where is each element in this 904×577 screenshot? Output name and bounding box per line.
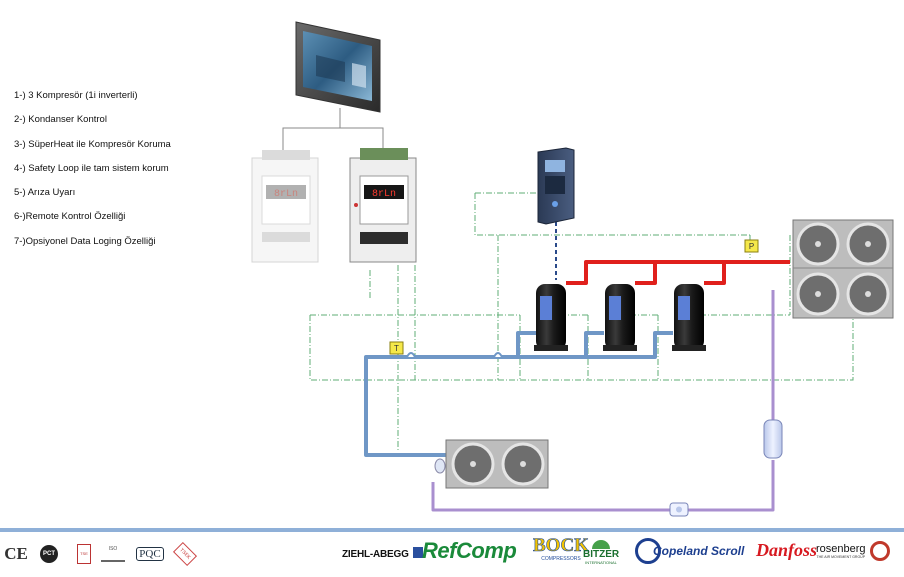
discharge-line [566,260,790,285]
tse-mark-label: TSE [77,544,91,564]
bock-sub-label: COMPRESSORS [541,556,581,562]
copeland-logo: Copeland Scroll [635,538,744,564]
tsek-mark: TSEK [172,541,198,567]
condenser-unit[interactable] [792,219,894,319]
compressor-2[interactable] [603,284,637,351]
pct-mark-label: PCT [40,545,58,563]
pressure-sensor-label: P [749,242,754,251]
hmi-link [282,108,384,150]
ce-mark-label: CE [4,544,28,563]
temperature-sensor-label: T [394,344,399,353]
footer-divider [0,528,904,532]
feature-item: 6-)Remote Kontrol Özelliği [14,211,126,223]
rosenberg-sub-label: THE AIR MOVEMENT GROUP [816,555,866,559]
rosenberg-logo: rosenberg THE AIR MOVEMENT GROUP [816,541,890,561]
iso-mark-label: ISO [101,546,125,562]
pct-mark: PCT [38,542,60,566]
ziehl-abegg-logo: ZIEHL-ABEGG [342,547,424,560]
feature-item: 4-) Safety Loop ile tam sistem korum [14,162,169,174]
liquid-receiver[interactable] [763,419,783,459]
bock-label: BOCK [533,535,590,556]
tsek-mark-label: TSEK [172,541,198,567]
compressor-3[interactable] [672,284,706,351]
liquid-line [431,290,775,512]
refcomp-logo: RefComp [422,538,517,564]
expansion-valve[interactable] [434,458,446,474]
feature-item: 5-) Arıza Uyarı [14,187,76,199]
controller-left-display: 8rLn [274,189,298,200]
controller-left[interactable] [251,150,319,263]
ziehl-abegg-label: ZIEHL-ABEGG [342,549,409,560]
bitzer-sub-label: INTERNATIONAL [585,560,617,565]
control-wiring [309,192,854,452]
compressor-1[interactable] [534,284,568,351]
rosenberg-label: rosenberg [816,543,866,555]
feature-item: 2-) Kondanser Kontrol [14,114,107,126]
iso-mark: ISO [100,542,126,566]
pqc-mark: PQC [136,542,164,566]
bitzer-logo: BITZER INTERNATIONAL [583,540,619,565]
rosenberg-mark [869,541,890,561]
pipe-crossing [406,352,503,358]
pressure-sensor[interactable]: P [744,239,759,253]
evaporator-unit[interactable] [445,439,549,489]
copeland-label: Copeland Scroll [653,544,745,558]
temperature-sensor[interactable]: T [389,341,404,355]
bock-logo: BOCK COMPRESSORS [533,535,590,562]
hmi-panel[interactable] [295,21,381,113]
danfoss-label: Danfoss [756,540,818,560]
controller-right[interactable] [349,148,417,263]
controller-right-display: 8rLn [372,189,396,200]
inverter-drive[interactable] [537,147,575,225]
sight-glass[interactable] [669,502,689,517]
suction-line [364,331,673,457]
feature-item: 7-)Opsiyonel Data Loging Özelliği [14,235,156,247]
tse-mark: TSE [74,542,94,566]
bitzer-label: BITZER [583,549,620,560]
copeland-mark [635,538,661,564]
refcomp-label: RefComp [422,538,517,563]
pqc-mark-label: PQC [136,547,164,561]
danfoss-logo: Danfoss [756,540,817,561]
ziehl-abegg-mark [413,547,424,558]
feature-item: 1-) 3 Kompresör (1i inverterli) [14,90,138,101]
feature-list: 1-) 3 Kompresör (1i inverterli) 2-) Kond… [14,88,171,258]
bitzer-mark [592,540,611,549]
ce-mark: CE [4,542,28,566]
feature-item: 3-) SüperHeat ile Kompresör Koruma [14,138,171,150]
